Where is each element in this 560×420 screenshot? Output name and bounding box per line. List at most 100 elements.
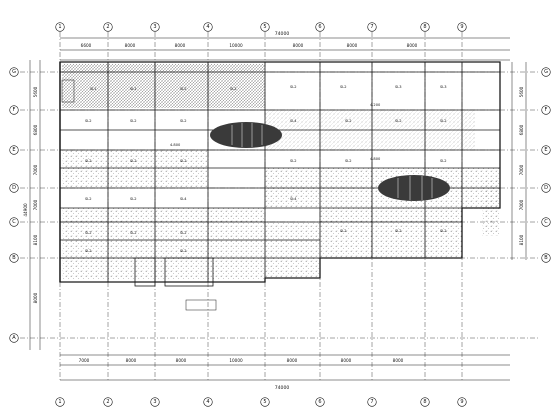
right-dim-5: 8100 (519, 234, 524, 245)
axis-row-d-right: D (544, 185, 548, 191)
right-axis-bubbles: G F E D C B (541, 67, 551, 263)
slab-label: SL2 (180, 159, 187, 163)
axis-row-c-right: C (544, 219, 548, 225)
left-dim-1: 5600 (33, 86, 38, 97)
slab-label: SL2 (180, 249, 187, 253)
bottom-bay-dim-6: 8000 (341, 358, 352, 363)
slab-label: SL2 (440, 119, 447, 123)
right-dim-2: 6800 (519, 124, 524, 135)
right-dim-4: 7000 (519, 199, 524, 210)
hatch-region-right-lower-2 (320, 208, 462, 258)
slab-label: SL2 (85, 119, 92, 123)
axis-col-9-bottom: 9 (460, 399, 463, 405)
slab-label: SL2 (230, 87, 237, 91)
slab-label: SL2 (395, 119, 402, 123)
axis-col-3-bottom: 3 (153, 399, 156, 405)
bay-dim-2: 8000 (125, 43, 136, 48)
hatch-region-top-left (62, 64, 265, 108)
axis-row-c: C (12, 219, 16, 225)
hatched-slab-regions (62, 64, 500, 280)
beam-lines (60, 62, 500, 282)
axis-row-a: A (12, 335, 16, 341)
left-dim-6: 8000 (33, 292, 38, 303)
overall-length-bottom: 74000 (275, 385, 290, 391)
slab-label: SL3 (440, 85, 447, 89)
slab-label: SL2 (85, 249, 92, 253)
bottom-bay-dim-5: 8000 (287, 358, 298, 363)
axis-col-1: 1 (58, 24, 61, 30)
slab-label: SL2 (395, 229, 402, 233)
slab-label: SL2 (440, 229, 447, 233)
opening-ellipse-1 (210, 122, 282, 148)
slab-label: SL1 (130, 87, 137, 91)
bottom-dimension-chain: 7000 8000 8000 10000 8000 8000 8000 7400… (60, 354, 510, 391)
axis-row-e: E (12, 147, 15, 153)
bottom-bay-dim-3: 8000 (176, 358, 187, 363)
slab-label: SL4 (290, 197, 297, 201)
overall-depth-left: 44900 (23, 203, 28, 217)
opening-ellipse-2 (378, 175, 450, 201)
axis-row-b-right: B (544, 255, 548, 261)
slab-label: SL4 (290, 119, 297, 123)
slab-label: SL2 (130, 119, 137, 123)
slab-label: SL2 (130, 159, 137, 163)
hatch-region-left-mid (62, 150, 208, 188)
bottom-bay-dim-2: 8000 (126, 358, 137, 363)
slab-label: SL2 (130, 231, 137, 235)
stair-openings (61, 79, 217, 311)
shaft-openings (210, 122, 450, 201)
hatch-region-bottom-mid (265, 222, 320, 278)
axis-row-e-right: E (544, 147, 547, 153)
slab-label: SL2 (340, 85, 347, 89)
axis-col-4-bottom: 4 (206, 399, 209, 405)
slab-label: SL2 (340, 229, 347, 233)
slab-label: SL2 (345, 119, 352, 123)
left-dim-3: 7000 (33, 164, 38, 175)
slab-label: SL2 (180, 87, 187, 91)
slab-label: SL2 (440, 159, 447, 163)
right-dimension-chain: 5600 6800 7000 7000 8100 (511, 62, 527, 260)
axis-row-f-right: F (545, 107, 548, 113)
bay-dim-1: 6600 (81, 43, 92, 48)
axis-col-8-bottom: 8 (423, 399, 426, 405)
axis-col-7: 7 (370, 24, 373, 30)
elevation-note: 4.200 (370, 103, 381, 107)
overall-length-top: 74000 (275, 31, 290, 37)
top-axis-bubbles: 1 2 3 4 5 6 7 8 9 (55, 22, 467, 32)
axis-row-g: G (12, 69, 16, 75)
slab-label: SL2 (85, 197, 92, 201)
axis-col-7-bottom: 7 (370, 399, 373, 405)
slab-label: SL2 (345, 159, 352, 163)
axis-col-2: 2 (106, 24, 109, 30)
slab-label: SL2 (180, 231, 187, 235)
bay-dim-4: 10000 (229, 43, 243, 48)
slab-label: SL2 (130, 197, 137, 201)
left-axis-bubbles: G F E D C B A (9, 67, 19, 343)
left-dimension-chain: 44900 5600 6800 7000 7000 8100 8000 (23, 60, 41, 350)
bottom-bay-dim-1: 7000 (79, 358, 90, 363)
slab-label: SL2 (290, 85, 297, 89)
hatch-region-bottom-left (62, 208, 265, 280)
axis-col-6-bottom: 6 (318, 399, 321, 405)
slab-label: SL3 (395, 85, 402, 89)
bay-dim-5: 8000 (293, 43, 304, 48)
slab-label: SL2 (180, 119, 187, 123)
slab-labels: SL1 SL1 SL2 SL2 SL2 SL2 SL3 SL3 SL2 SL2 … (85, 85, 447, 253)
axis-col-8: 8 (423, 24, 426, 30)
top-dimension-chain: 74000 6600 8000 8000 10000 8000 8000 800… (60, 31, 510, 61)
elevation-note: 4.800 (370, 157, 381, 161)
bay-dim-6: 8000 (347, 43, 358, 48)
slab-label: SL2 (85, 159, 92, 163)
axis-col-9: 9 (460, 24, 463, 30)
right-dim-3: 7000 (519, 164, 524, 175)
axis-row-g-right: G (544, 69, 548, 75)
axis-row-b: B (12, 255, 16, 261)
axis-col-5-bottom: 5 (263, 399, 266, 405)
axis-row-d: D (12, 185, 16, 191)
slab-label: SL1 (90, 87, 97, 91)
elevation-notes: 4.800 4.200 4.800 (170, 103, 381, 161)
slab-label: SL2 (290, 159, 297, 163)
bottom-bay-dim-7: 8000 (393, 358, 404, 363)
axis-col-5: 5 (263, 24, 266, 30)
